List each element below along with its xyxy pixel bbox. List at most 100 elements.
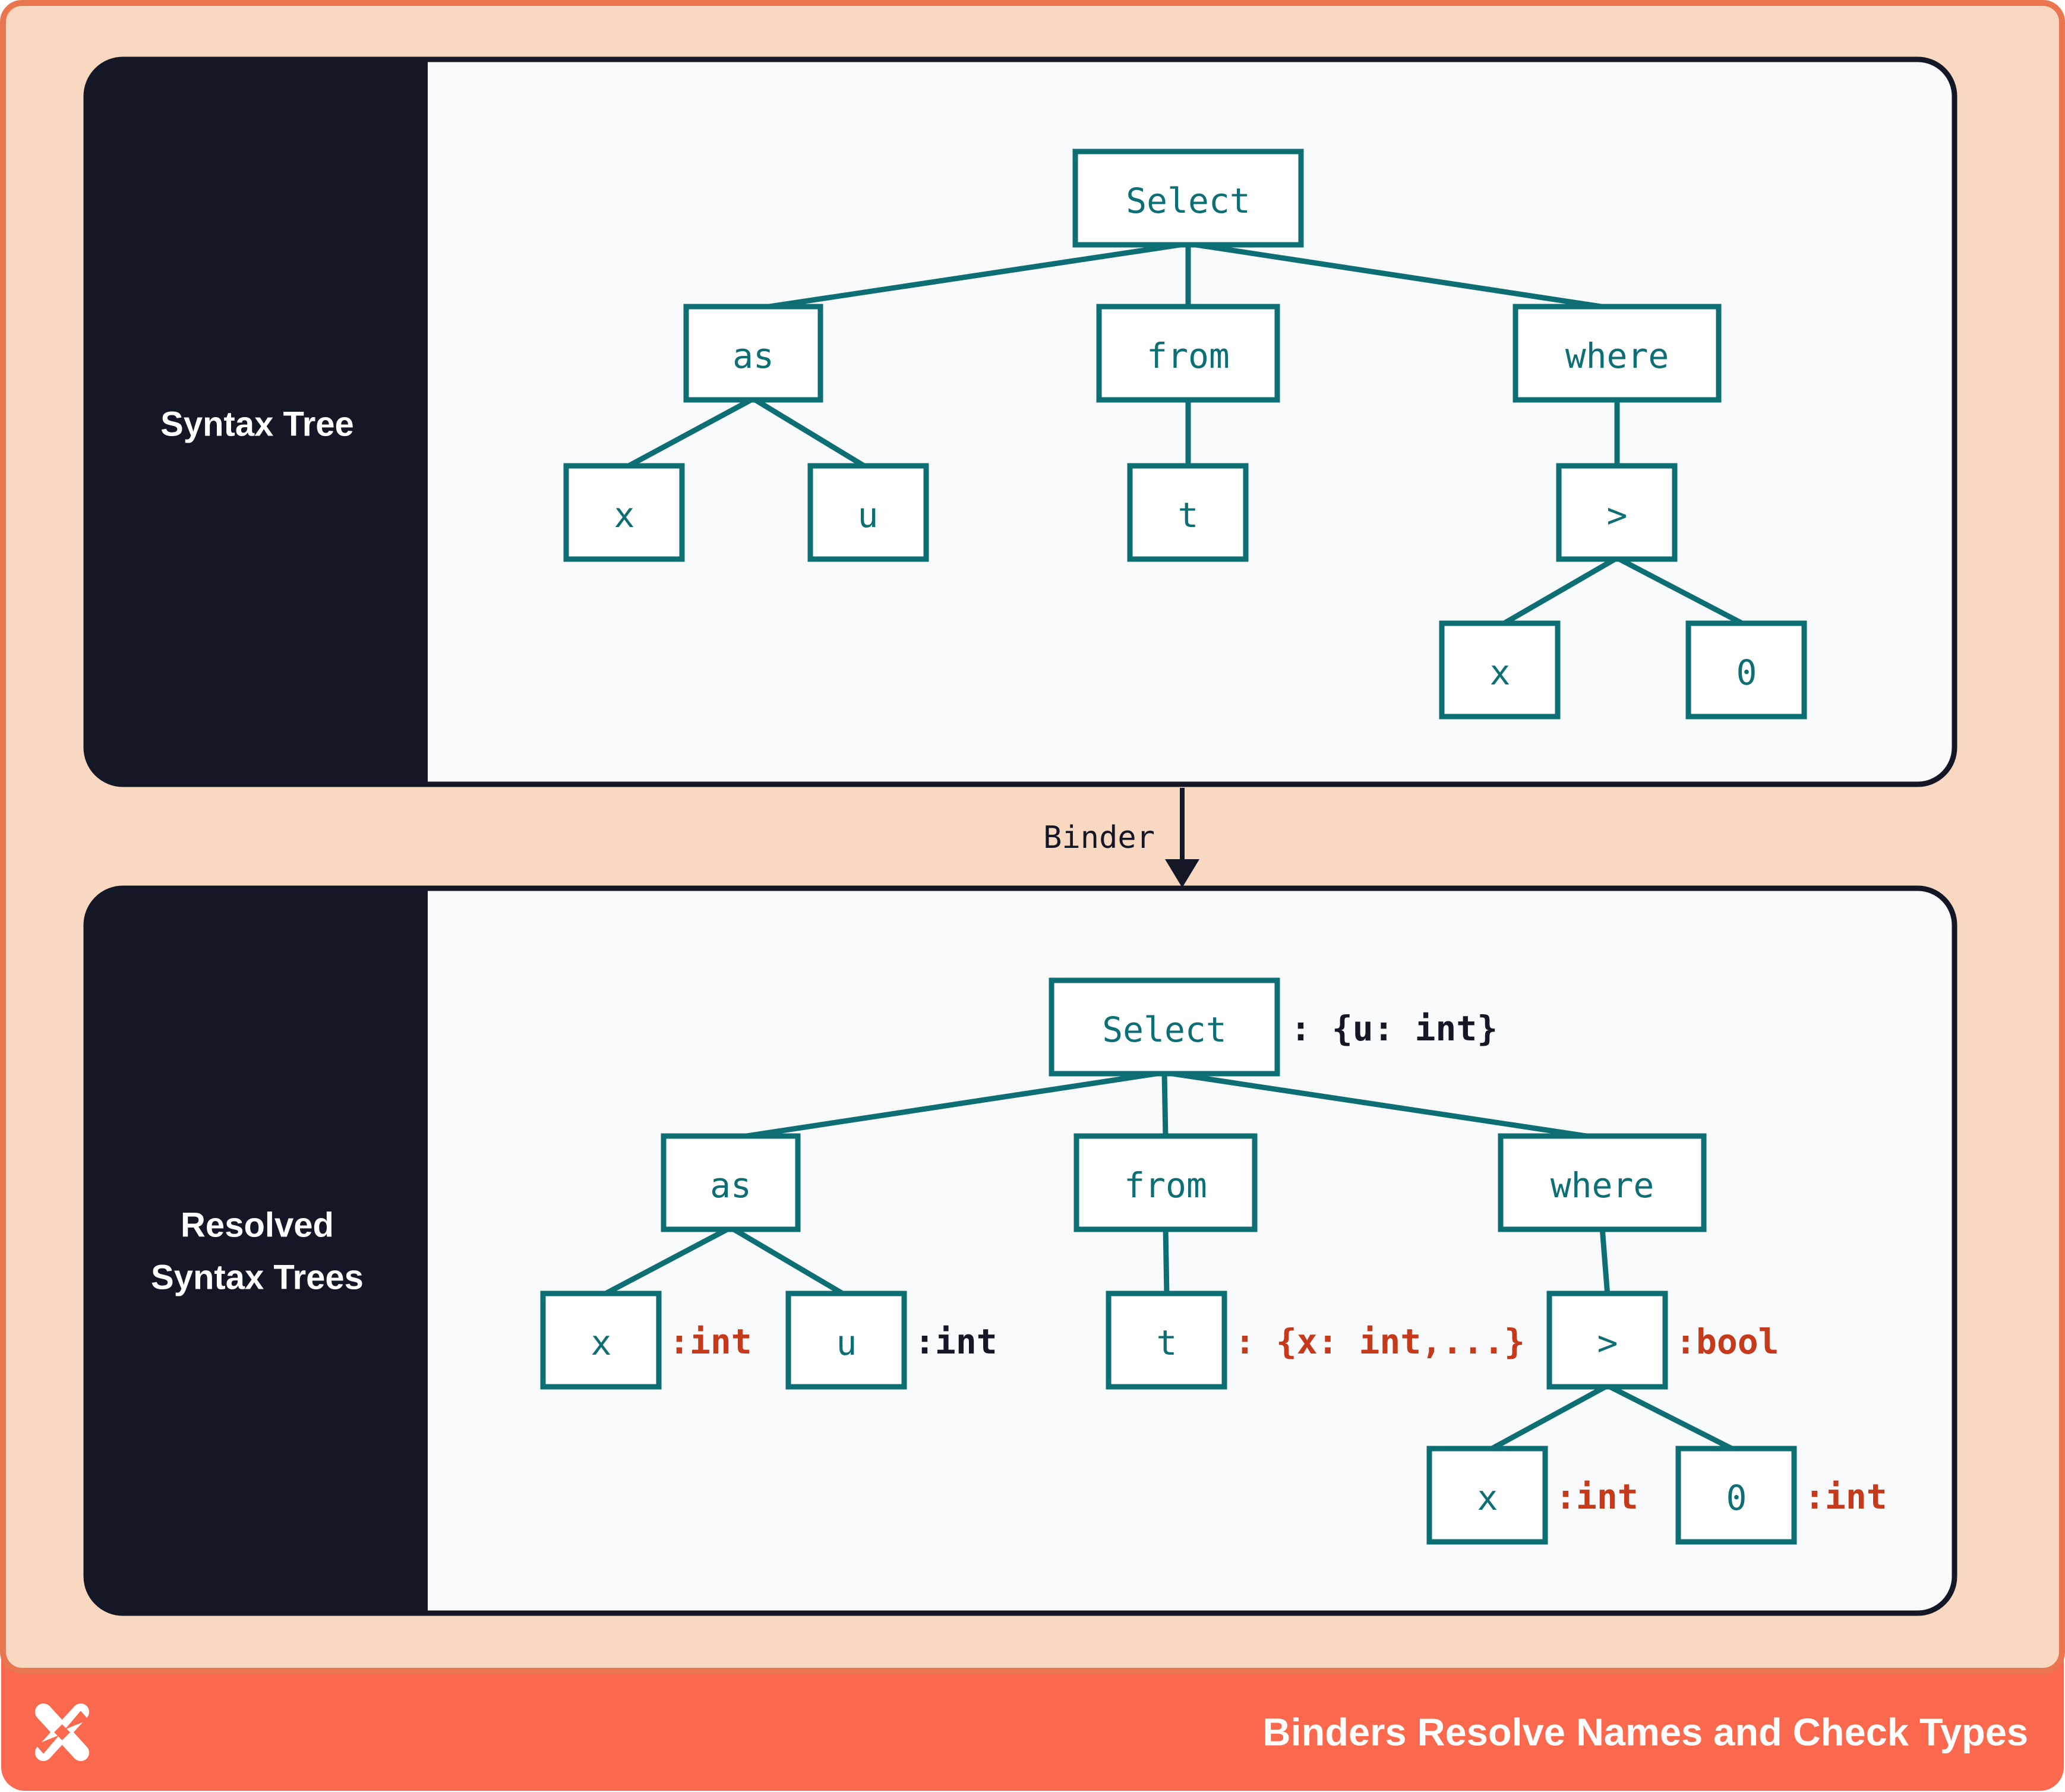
node-box <box>1685 620 1807 720</box>
node-box <box>1556 463 1678 562</box>
resolved-node-zero: 0 :int <box>1675 1446 1887 1545</box>
footer-title: Binders Resolve Names and Check Types <box>1263 1711 2028 1754</box>
binder-label: Binder <box>1043 820 1155 856</box>
node-box <box>1073 1133 1258 1232</box>
edge-select-from <box>1161 1072 1169 1139</box>
node-box <box>563 463 685 562</box>
tree-node-gt: > <box>1556 463 1678 562</box>
node-box <box>683 304 823 403</box>
resolved-node-x-under-gt: x :int <box>1426 1446 1638 1545</box>
edge-as-x <box>623 396 755 471</box>
binder-arrow: Binder <box>1043 788 1199 888</box>
node-box <box>1498 1133 1707 1232</box>
tree-node-u: u <box>807 463 929 562</box>
node-label: x <box>591 1323 612 1363</box>
node-label: 0 <box>1726 1478 1747 1518</box>
resolved-node-t: t : {x: int,...} <box>1106 1291 1525 1390</box>
type-annotation-gt: :bool <box>1675 1321 1779 1362</box>
edge-gt-zero <box>1606 1383 1738 1454</box>
resolved-node-gt: > :bool <box>1546 1291 1779 1390</box>
resolved-node-u: u :int <box>785 1291 997 1390</box>
node-label: 0 <box>1736 652 1757 693</box>
edge-select-as <box>730 1069 1165 1141</box>
node-box <box>1106 1291 1227 1390</box>
node-label: x <box>614 495 635 535</box>
node-label: t <box>1178 495 1199 535</box>
node-label: where <box>1565 336 1669 376</box>
syntax-tree-sidebar <box>87 61 428 783</box>
type-annotation-u: :int <box>914 1321 997 1362</box>
node-box <box>540 1291 662 1390</box>
type-annotation-zero: :int <box>1804 1476 1887 1517</box>
tree-node-zero: 0 <box>1685 620 1807 720</box>
syntax-tree-edges <box>623 241 1748 628</box>
edge-as-x <box>599 1225 732 1298</box>
resolved-node-select: Select : {u: int} <box>1049 977 1498 1077</box>
node-label: from <box>1124 1165 1207 1206</box>
edge-gt-x <box>1486 1383 1609 1453</box>
node-box <box>807 463 929 562</box>
node-box <box>661 1133 801 1232</box>
syntax-tree-panel-body <box>83 56 1957 787</box>
node-label: t <box>1157 1323 1177 1363</box>
node-label: > <box>1597 1323 1618 1363</box>
type-annotation-select: : {u: int} <box>1290 1008 1498 1049</box>
node-label: where <box>1551 1165 1654 1206</box>
resolved-node-where: where <box>1498 1133 1707 1232</box>
node-box <box>1426 1446 1548 1545</box>
tree-node-from: from <box>1096 304 1280 403</box>
node-label: Select <box>1126 181 1251 221</box>
edge-where-gt <box>1599 1227 1611 1296</box>
syntax-tree-panel-title: Syntax Tree <box>160 405 354 444</box>
tree-node-select: Select <box>1072 149 1304 248</box>
node-box <box>1072 149 1304 248</box>
resolved-tree-edges <box>599 1069 1738 1454</box>
edge-select-as <box>753 241 1189 312</box>
x-logo-notch-1 <box>65 1711 89 1730</box>
resolved-node-x: x :int <box>540 1291 752 1390</box>
node-box <box>1546 1291 1668 1390</box>
type-annotation-t: : {x: int,...} <box>1234 1321 1525 1362</box>
tree-node-t: t <box>1127 463 1249 562</box>
node-label: > <box>1607 495 1628 535</box>
footer-bar: Binders Resolve Names and Check Types <box>34 1703 2028 1761</box>
tree-node-where: where <box>1513 304 1722 403</box>
edge-as-u <box>729 1225 848 1298</box>
edge-gt-zero <box>1615 556 1748 628</box>
resolved-node-as: as <box>661 1133 801 1232</box>
edge-from-t <box>1163 1227 1170 1296</box>
node-label: as <box>732 336 774 376</box>
x-logo-notch-2 <box>35 1735 59 1754</box>
type-annotation-x: :int <box>669 1321 752 1362</box>
node-box <box>1049 977 1280 1077</box>
node-label: x <box>1477 1478 1498 1518</box>
node-box <box>1096 304 1280 403</box>
node-box <box>1513 304 1722 403</box>
node-label: Select <box>1102 1009 1227 1050</box>
node-label: x <box>1490 652 1511 693</box>
node-label: from <box>1147 336 1230 376</box>
tree-node-x-under-gt: x <box>1439 620 1561 720</box>
type-annotation-x2: :int <box>1555 1476 1638 1517</box>
edge-select-where <box>1188 241 1618 312</box>
resolved-panel-title-line2: Syntax Trees <box>151 1258 364 1297</box>
panel-resolved-syntax-trees: Resolved Syntax Trees Select : {u: int} … <box>83 885 1957 1616</box>
node-box <box>1127 463 1249 562</box>
edge-select-where <box>1164 1069 1603 1141</box>
node-label: as <box>710 1165 752 1206</box>
node-box <box>1675 1446 1797 1545</box>
resolved-panel-body <box>83 885 1957 1616</box>
tree-node-as: as <box>683 304 823 403</box>
resolved-panel-title-line1: Resolved <box>181 1206 334 1245</box>
x-logo <box>34 1703 90 1761</box>
binder-arrow-head <box>1165 859 1199 888</box>
node-label: u <box>858 495 879 535</box>
resolved-node-from: from <box>1073 1133 1258 1232</box>
resolved-panel-sidebar <box>87 889 428 1612</box>
tree-node-x: x <box>563 463 685 562</box>
panel-syntax-tree: Syntax Tree Select as from w <box>83 56 1957 787</box>
node-box <box>1439 620 1561 720</box>
edge-as-u <box>752 396 870 471</box>
node-label: u <box>836 1323 857 1363</box>
